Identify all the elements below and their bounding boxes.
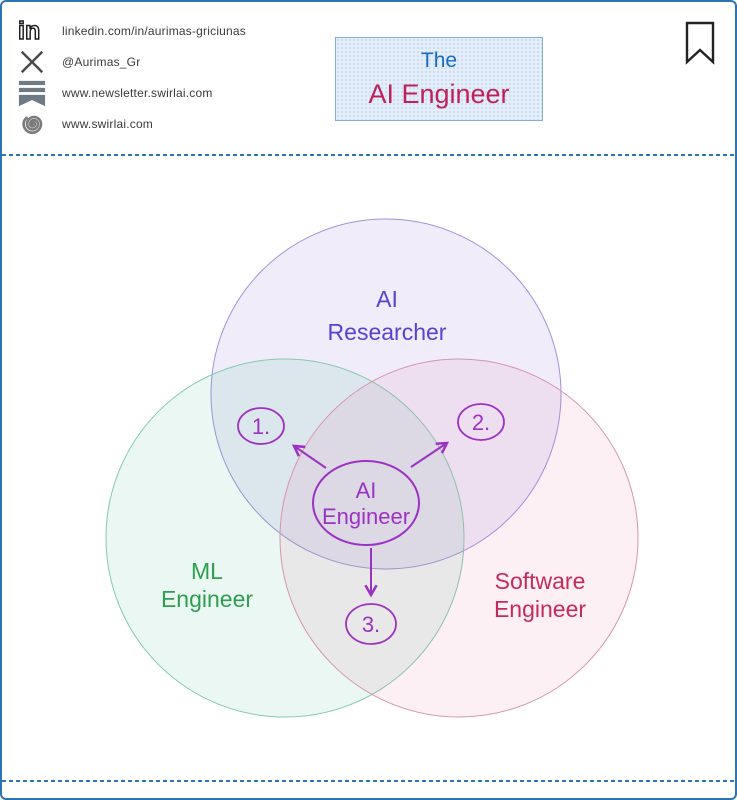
step-2-label: 2. xyxy=(472,410,490,435)
newsletter-icon xyxy=(16,78,48,108)
step-3-label: 3. xyxy=(362,612,380,637)
step-1-label: 1. xyxy=(252,414,270,439)
social-link-newsletter[interactable]: www.newsletter.swirlai.com xyxy=(16,78,246,108)
linkedin-handle[interactable]: linkedin.com/in/aurimas-griciunas xyxy=(62,24,247,38)
swirl-icon xyxy=(16,109,48,139)
top-dashed-divider xyxy=(2,154,735,156)
ai-engineer-label-line2: Engineer xyxy=(322,504,410,529)
step-3-badge xyxy=(345,603,397,645)
arrow-to-step-1 xyxy=(291,444,327,469)
step-1-badge xyxy=(237,407,285,445)
social-link-swirlai[interactable]: www.swirlai.com xyxy=(16,109,246,139)
circle-ml-engineer xyxy=(105,358,465,718)
bookmark-icon[interactable] xyxy=(683,20,717,71)
ai-engineer-ellipse xyxy=(312,460,420,546)
arrow-to-step-2 xyxy=(410,441,450,468)
page-title: AI Engineer xyxy=(368,78,510,109)
social-links: in linkedin.com/in/aurimas-griciunas @Au… xyxy=(16,16,246,140)
x-icon xyxy=(16,47,48,77)
ai-researcher-label-line1: AI xyxy=(376,286,398,312)
title-line-the: The xyxy=(420,48,458,72)
newsletter-url[interactable]: www.newsletter.swirlai.com xyxy=(62,86,213,100)
x-handle[interactable]: @Aurimas_Gr xyxy=(62,55,141,69)
linkedin-icon: in xyxy=(16,16,48,46)
social-link-x[interactable]: @Aurimas_Gr xyxy=(16,47,246,77)
circle-software-engineer xyxy=(279,358,639,718)
swirlai-url[interactable]: www.swirlai.com xyxy=(62,117,154,131)
venn-diagram: AI Researcher ML Engineer Software Engin… xyxy=(105,218,639,718)
software-engineer-label-line2: Engineer xyxy=(494,596,586,622)
circle-ai-researcher xyxy=(210,218,562,570)
ml-engineer-label-line1: ML xyxy=(191,558,223,584)
step-2-badge xyxy=(457,403,505,441)
software-engineer-label-line1: Software xyxy=(495,568,586,594)
title-card: The AI Engineer xyxy=(335,37,543,121)
ai-researcher-label-line2: Researcher xyxy=(328,319,447,345)
svg-text:in: in xyxy=(18,17,40,45)
social-link-linkedin[interactable]: in linkedin.com/in/aurimas-griciunas xyxy=(16,16,246,46)
ml-engineer-label-line2: Engineer xyxy=(161,586,253,612)
bottom-dashed-divider xyxy=(2,780,735,782)
ai-engineer-label-line1: AI xyxy=(356,478,377,503)
